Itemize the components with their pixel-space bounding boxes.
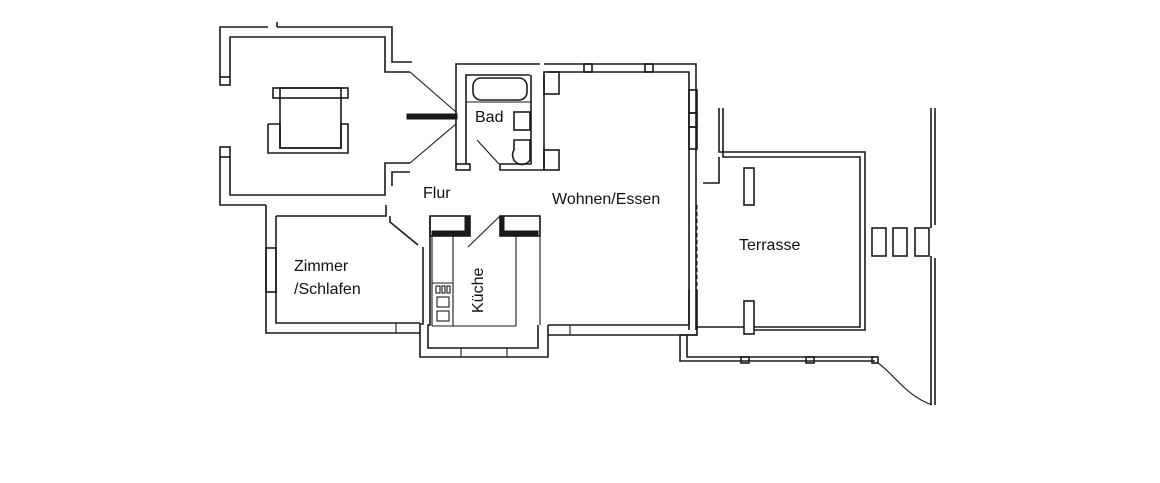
bedroom-walls [265,205,420,334]
room-label-wohnen-essen: Wohnen/Essen [552,191,661,208]
stairwell [219,22,458,206]
kitchen-walls [419,215,549,358]
room-label-flur: Flur [423,185,451,202]
room-label-kueche: Küche [470,267,487,313]
room-label-bad: Bad [475,109,504,126]
room-label-terrasse: Terrasse [739,237,801,254]
terrace-walls [679,108,936,406]
room-label-schlafen: /Schlafen [294,281,361,298]
room-label-zimmer: Zimmer [294,258,349,275]
